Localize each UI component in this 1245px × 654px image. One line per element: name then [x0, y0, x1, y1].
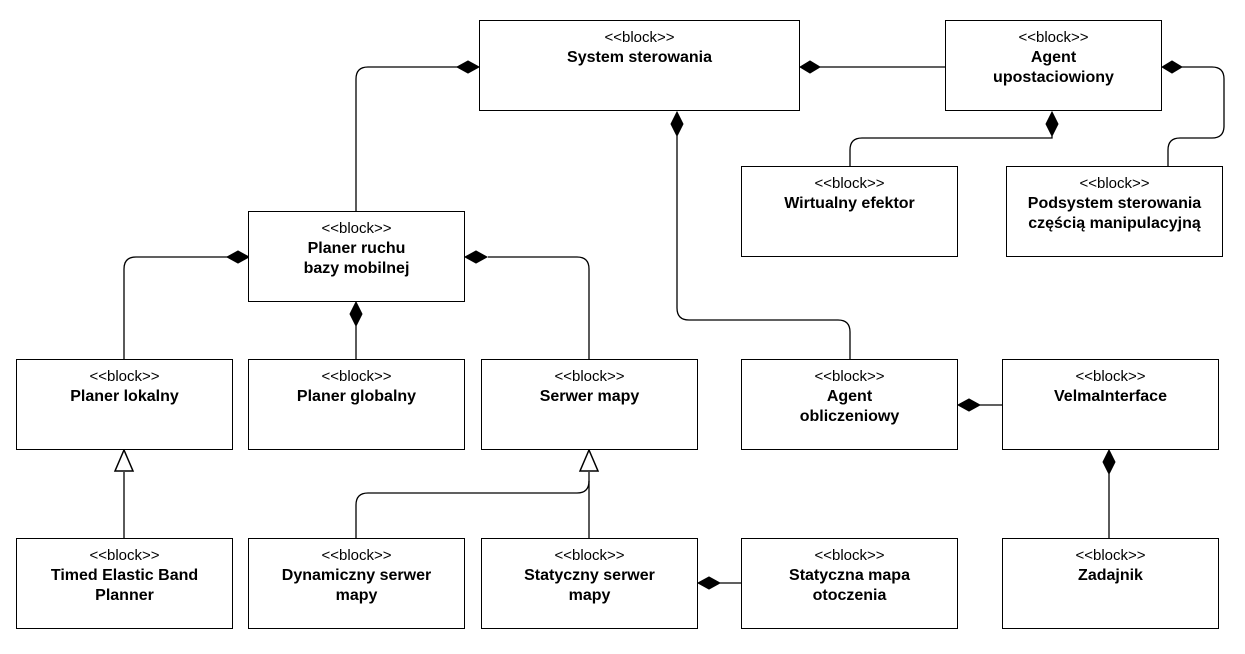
block-stereotype: <<block>>	[814, 175, 885, 192]
block-name: Statyczna mapa otoczenia	[789, 567, 910, 604]
composition-diamond-icon	[696, 576, 722, 590]
block-system-sterowania[interactable]: <<block>> System sterowania	[479, 20, 800, 111]
block-stereotype: <<block>>	[1079, 175, 1150, 192]
block-stereotype: <<block>>	[89, 368, 160, 385]
block-stereotype: <<block>>	[604, 29, 675, 46]
connector-dynamiczny-serwer-mapy	[355, 480, 590, 538]
composition-diamond-icon	[463, 250, 489, 264]
connector-agent-upostaciowiony-podsystem	[1167, 66, 1225, 166]
block-planer-ruchu[interactable]: <<block>> Planer ruchu bazy mobilnej	[248, 211, 465, 302]
composition-diamond-icon	[455, 60, 481, 74]
block-zadajnik[interactable]: <<block>> Zadajnik	[1002, 538, 1219, 629]
block-name: Timed Elastic Band Planner	[50, 567, 199, 604]
composition-diamond-icon	[1102, 448, 1116, 476]
block-planer-lokalny[interactable]: <<block>> Planer lokalny	[16, 359, 233, 450]
block-stereotype: <<block>>	[321, 220, 392, 237]
block-name: System sterowania	[567, 49, 712, 66]
block-stereotype: <<block>>	[1018, 29, 1089, 46]
composition-diamond-icon	[225, 250, 251, 264]
block-podsystem-sterowania[interactable]: <<block>> Podsystem sterowania częścią m…	[1006, 166, 1223, 257]
composition-diamond-icon	[1045, 110, 1059, 138]
block-agent-obliczeniowy[interactable]: <<block>> Agent obliczeniowy	[741, 359, 958, 450]
block-statyczny-serwer-mapy[interactable]: <<block>> Statyczny serwer mapy	[481, 538, 698, 629]
block-name: Planer ruchu bazy mobilnej	[303, 240, 410, 277]
composition-diamond-icon	[799, 60, 821, 74]
generalization-triangle-icon	[113, 448, 135, 472]
connector-system-planer-ruchu	[355, 66, 458, 211]
block-name: VelmaInterface	[1054, 388, 1167, 405]
block-timed-elastic-band-planner[interactable]: <<block>> Timed Elastic Band Planner	[16, 538, 233, 629]
block-name: Dynamiczny serwer mapy	[281, 567, 432, 604]
composition-diamond-icon	[1161, 60, 1183, 74]
block-stereotype: <<block>>	[321, 368, 392, 385]
block-stereotype: <<block>>	[814, 547, 885, 564]
block-agent-upostaciowiony[interactable]: <<block>> Agent upostaciowiony	[945, 20, 1162, 111]
block-wirtualny-efektor[interactable]: <<block>> Wirtualny efektor	[741, 166, 958, 257]
block-name: Planer globalny	[296, 388, 417, 405]
block-name: Statyczny serwer mapy	[524, 567, 655, 604]
block-stereotype: <<block>>	[321, 547, 392, 564]
block-planer-globalny[interactable]: <<block>> Planer globalny	[248, 359, 465, 450]
block-dynamiczny-serwer-mapy[interactable]: <<block>> Dynamiczny serwer mapy	[248, 538, 465, 629]
block-stereotype: <<block>>	[814, 368, 885, 385]
block-name: Agent obliczeniowy	[799, 388, 900, 425]
block-name: Serwer mapy	[539, 388, 640, 405]
block-name: Agent upostaciowiony	[993, 49, 1114, 86]
generalization-triangle-icon	[578, 448, 600, 472]
connector-agent-upostaciowiony-wirtualny-efektor	[849, 136, 1053, 166]
block-name: Zadajnik	[1078, 567, 1143, 584]
block-stereotype: <<block>>	[554, 368, 625, 385]
composition-diamond-icon	[956, 398, 982, 412]
block-stereotype: <<block>>	[89, 547, 160, 564]
composition-diamond-icon	[670, 110, 684, 138]
block-velma-interface[interactable]: <<block>> VelmaInterface	[1002, 359, 1219, 450]
connector-planer-ruchu-planer-lokalny	[123, 256, 228, 359]
block-serwer-mapy[interactable]: <<block>> Serwer mapy	[481, 359, 698, 450]
block-stereotype: <<block>>	[554, 547, 625, 564]
connector-planer-ruchu-serwer-mapy	[488, 256, 590, 359]
composition-diamond-icon	[349, 300, 363, 328]
block-stereotype: <<block>>	[1075, 368, 1146, 385]
block-name: Podsystem sterowania częścią manipulacyj…	[1027, 195, 1202, 232]
block-statyczna-mapa-otoczenia[interactable]: <<block>> Statyczna mapa otoczenia	[741, 538, 958, 629]
block-name: Planer lokalny	[70, 388, 179, 405]
block-stereotype: <<block>>	[1075, 547, 1146, 564]
connector-system-agent-obliczeniowy	[676, 136, 851, 360]
block-name: Wirtualny efektor	[784, 195, 915, 212]
